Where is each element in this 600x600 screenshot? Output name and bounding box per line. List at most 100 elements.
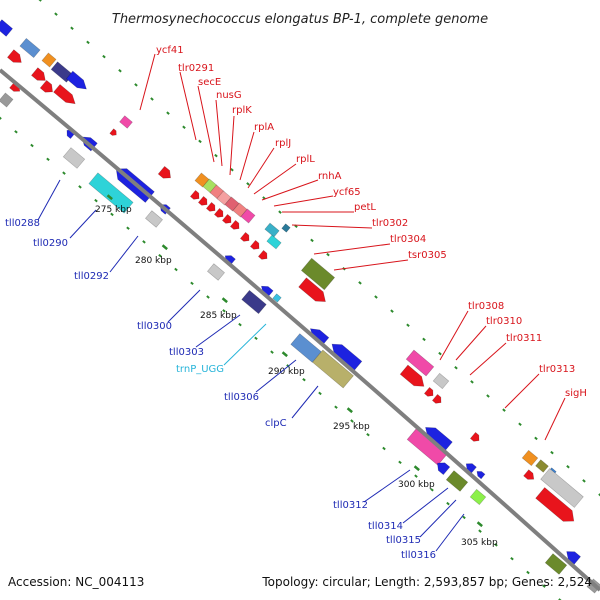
gene-feature (535, 487, 575, 522)
gene-label-tlr0304[interactable]: tlr0304 (390, 234, 426, 245)
scale-dot-inner (366, 432, 370, 437)
scale-dot-inner (30, 143, 34, 148)
gene-label-secE[interactable]: secE (198, 77, 221, 88)
gene-label-rplA[interactable]: rplA (254, 122, 274, 133)
gene-label-tll0290[interactable]: tll0290 (33, 238, 68, 249)
leader-line (223, 323, 267, 366)
gene-label-ycf65[interactable]: ycf65 (333, 187, 361, 198)
gene-label-rplK[interactable]: rplK (232, 105, 252, 116)
gene-label-tll0306[interactable]: tll0306 (224, 392, 259, 403)
leader-line (402, 487, 449, 524)
tick-label-280: 280 kbp (135, 256, 172, 266)
leader-line (439, 310, 469, 361)
reverse-gene-labels: tll0288 tll0290 tll0292 tll0300 tll0303 … (5, 218, 436, 561)
leader-line (139, 53, 156, 111)
gene-label-rnhA[interactable]: rnhA (318, 171, 342, 182)
scale-dot-outer (406, 323, 410, 328)
scale-dot-outer (502, 408, 506, 412)
gene-feature (39, 79, 53, 93)
gene-feature (239, 231, 250, 242)
gene-label-tlr0291[interactable]: tlr0291 (178, 63, 214, 74)
leader-line (273, 195, 334, 207)
gene-feature (437, 462, 451, 476)
genome-backbone (0, 68, 600, 592)
gene-feature (232, 202, 248, 218)
scale-major-tick (106, 194, 113, 201)
leader-line (253, 163, 297, 195)
gene-label-tll0288[interactable]: tll0288 (5, 218, 40, 229)
leader-line (544, 397, 566, 441)
scale-dot-inner (494, 543, 498, 547)
gene-feature (399, 364, 425, 387)
gene-label-tll0292[interactable]: tll0292 (74, 271, 109, 282)
forward-gene-labels: ycf41 tlr0291 secE nusG rplK rplA rplJ r… (156, 45, 587, 399)
gene-label-tlr0311[interactable]: tlr0311 (506, 333, 542, 344)
scale-dot-outer (582, 479, 586, 483)
scale-dot-inner (110, 212, 114, 217)
gene-label-rplJ[interactable]: rplJ (275, 138, 291, 149)
scale-dot-outer (486, 394, 490, 398)
gene-label-tll0315[interactable]: tll0315 (386, 535, 421, 546)
gene-feature (194, 172, 210, 188)
scale-dot-outer (310, 238, 314, 243)
gene-feature (469, 431, 480, 442)
gene-feature (290, 333, 322, 363)
gene-feature (216, 190, 232, 206)
tick-label-275: 275 kbp (95, 205, 132, 215)
gene-feature (331, 343, 363, 371)
scale-dot-inner (94, 198, 98, 203)
gene-label-rplL[interactable]: rplL (296, 154, 315, 165)
scale-dot-outer (214, 153, 218, 158)
gene-label-tll0303[interactable]: tll0303 (169, 347, 204, 358)
gene-feature (266, 234, 282, 250)
gene-label-clpC[interactable]: clpC (265, 418, 287, 429)
leader-line (195, 314, 241, 348)
gene-feature (425, 427, 453, 452)
leader-line (167, 289, 201, 323)
gene-feature (62, 147, 86, 169)
leader-line (229, 115, 235, 176)
scale-dot-inner (62, 171, 66, 175)
scale-dot-inner (0, 116, 2, 120)
scale-dot-outer (278, 210, 282, 214)
scale-dot-outer (70, 26, 74, 31)
gene-label-tll0312[interactable]: tll0312 (333, 500, 368, 511)
leader-line (239, 131, 255, 181)
gene-label-tlr0313[interactable]: tlr0313 (539, 364, 575, 375)
scale-dot-outer (182, 125, 186, 130)
scale-dot-inner (158, 253, 162, 258)
leader-line (469, 342, 507, 376)
scale-dot-inner (254, 336, 258, 341)
gene-feature (300, 257, 336, 291)
scale-dot-outer (134, 83, 138, 87)
gene-label-tlr0310[interactable]: tlr0310 (486, 316, 522, 327)
gene-label-tlr0308[interactable]: tlr0308 (468, 301, 504, 312)
gene-label-tlr0302[interactable]: tlr0302 (372, 218, 408, 229)
scale-dot-inner (142, 240, 146, 244)
gene-label-tll0314[interactable]: tll0314 (368, 521, 403, 532)
gene-feature (257, 249, 268, 260)
scale-dot-outer (198, 139, 202, 144)
gene-label-nusG[interactable]: nusG (216, 90, 242, 101)
scale-dot-outer (246, 182, 250, 186)
scale-dot-inner (190, 281, 194, 286)
gene-feature (119, 115, 133, 129)
tick-label-295: 295 kbp (333, 422, 370, 432)
gene-label-petL[interactable]: petL (354, 202, 376, 213)
gene-label-tll0316[interactable]: tll0316 (401, 550, 436, 561)
gene-label-sigH[interactable]: sigH (565, 388, 587, 399)
leader-line (313, 243, 391, 255)
gene-label-tsr0305[interactable]: tsr0305 (408, 250, 447, 261)
gene-label-trnP_UGG[interactable]: trnP_UGG (176, 364, 224, 375)
scale-major-tick (221, 297, 228, 304)
leader-line (179, 71, 197, 141)
gene-label-tll0300[interactable]: tll0300 (137, 321, 172, 332)
scale-dot-inner (14, 130, 18, 134)
leader-line (363, 469, 411, 503)
scale-dot-outer (150, 97, 154, 101)
scale-dot-inner (446, 501, 450, 506)
leader-line (255, 359, 297, 393)
gene-label-ycf41[interactable]: ycf41 (156, 45, 184, 56)
map-title: Thermosynechococcus elongatus BP-1, comp… (112, 12, 488, 27)
scale-dot-outer (454, 365, 458, 370)
